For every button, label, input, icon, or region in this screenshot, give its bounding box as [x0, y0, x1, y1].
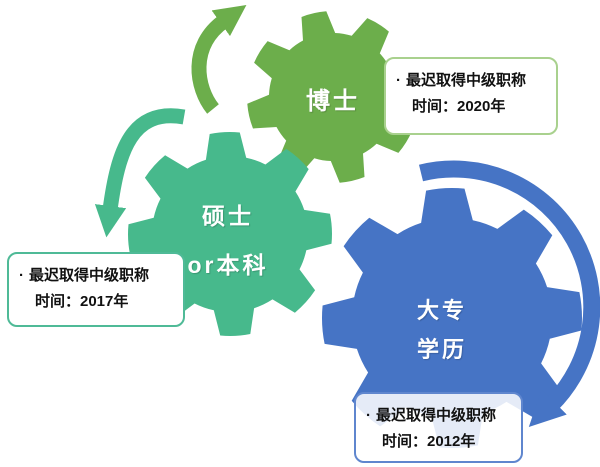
- callout-2020-line2: 时间：2020年: [412, 98, 506, 115]
- callout-2012-line1: ·最迟取得中级职称: [366, 403, 511, 429]
- callout-2017-line1: ·最迟取得中级职称: [19, 263, 173, 289]
- gear-junior-college: [321, 187, 583, 449]
- callout-deadline-2017: ·最迟取得中级职称 时间：2017年: [7, 252, 185, 327]
- bullet-icon: ·: [19, 267, 24, 284]
- bullet-icon: ·: [366, 407, 371, 424]
- bullet-icon: ·: [396, 72, 401, 89]
- callout-2017-line2: 时间：2017年: [35, 293, 129, 310]
- blue-circular-arrow: [418, 160, 600, 428]
- callout-2020-line1: ·最迟取得中级职称: [396, 68, 546, 94]
- gear-doctor: [247, 11, 419, 183]
- callout-deadline-2020: ·最迟取得中级职称 时间：2020年: [384, 57, 558, 135]
- green-curved-arrow: [191, 4, 247, 114]
- callout-2012-line2: 时间：2012年: [382, 433, 476, 450]
- callout-deadline-2012: ·最迟取得中级职称 时间：2012年: [354, 392, 523, 463]
- teal-curved-arrow: [94, 108, 186, 238]
